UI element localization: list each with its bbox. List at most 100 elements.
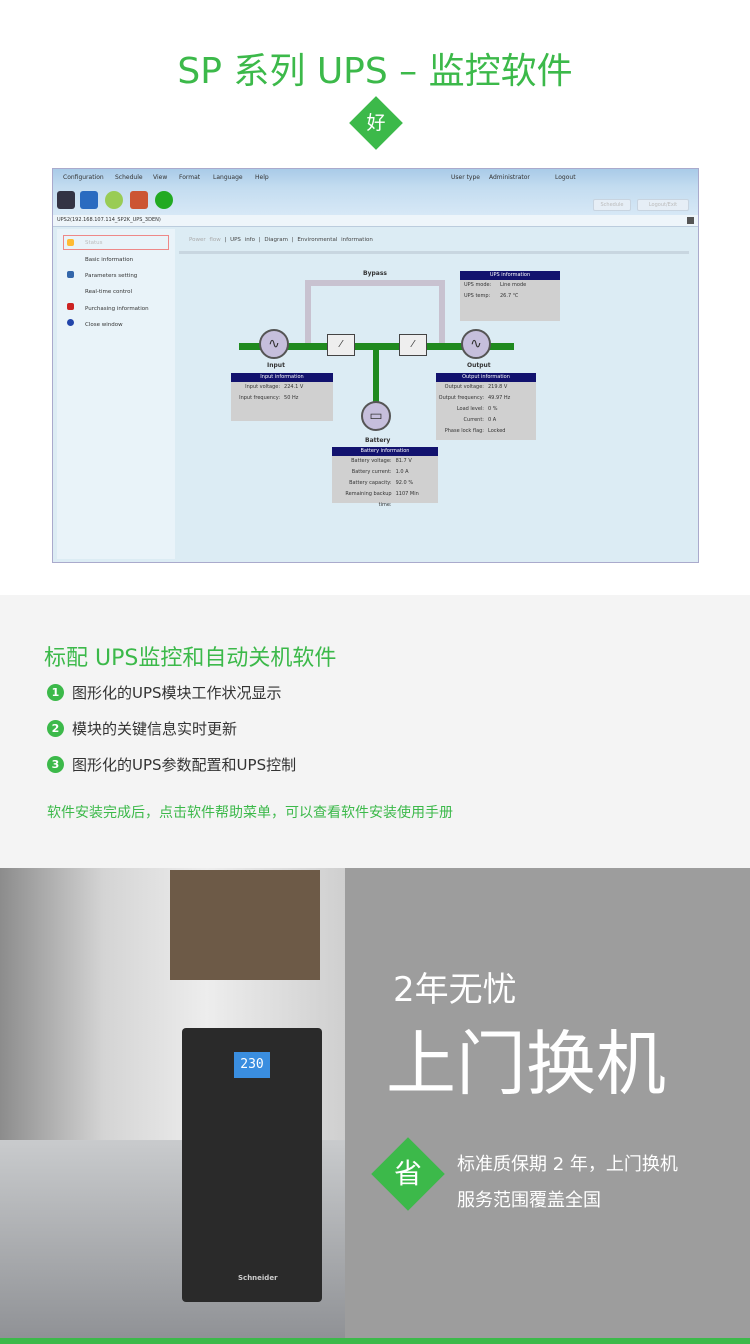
sidebar: Status Basic information Parameters sett… — [57, 229, 175, 559]
settings-icon[interactable] — [80, 191, 98, 209]
menu-configuration[interactable]: Configuration — [63, 174, 104, 181]
info-value: 49.97 Hz — [488, 395, 511, 401]
status-icon — [67, 239, 74, 246]
tab-diagram[interactable]: Diagram — [264, 237, 288, 243]
info-value: Line mode — [500, 282, 527, 288]
battery-label: Battery — [365, 437, 391, 444]
info-key: UPS temp: — [464, 293, 491, 299]
info-key: Battery voltage: — [351, 458, 392, 464]
parameters-icon — [67, 271, 74, 278]
sidebar-item-purchasing[interactable]: Purchasing information — [85, 306, 149, 312]
sidebar-item-close[interactable]: Close window — [85, 322, 123, 328]
info-value: 92.0 % — [395, 480, 414, 486]
input-info-box: Input information Input voltage:224.1 V … — [231, 373, 333, 421]
menu-language[interactable]: Language — [213, 174, 243, 181]
number-badge: 3 — [47, 756, 64, 773]
ups-info-title: UPS information — [460, 271, 560, 280]
save-badge-text: 省 — [393, 1157, 422, 1190]
tab-power-flow[interactable]: Power flow — [189, 237, 221, 243]
battery-icon: ▭ — [361, 401, 391, 431]
bypass-pipe-left — [305, 280, 311, 345]
input-sine-icon: ∿ — [259, 329, 289, 359]
features-section — [0, 595, 750, 868]
tools-icon[interactable] — [130, 191, 148, 209]
wood-cabinet — [170, 870, 320, 980]
info-value: Locked — [488, 428, 506, 434]
tabs: Power flow | UPS info | Diagram | Enviro… — [189, 237, 373, 243]
warranty-sub: 2年无忧 — [393, 970, 517, 1010]
software-screenshot: Configuration Schedule View Format Langu… — [52, 168, 699, 563]
install-note: 软件安装完成后，点击软件帮助菜单，可以查看软件安装使用手册 — [47, 805, 453, 821]
feature-text: 模块的关键信息实时更新 — [72, 720, 238, 738]
info-value: 1107 Min — [395, 491, 419, 497]
info-key: Load level: — [456, 406, 484, 412]
info-key: Battery capacity: — [349, 480, 392, 486]
schedule-button[interactable]: Schedule — [593, 199, 631, 211]
warranty-line2: 服务范围覆盖全国 — [457, 1190, 601, 1211]
sidebar-selected — [63, 235, 169, 250]
brand-logo: Schneider — [238, 1274, 278, 1282]
feature-text: 图形化的UPS模块工作状况显示 — [72, 684, 282, 702]
info-value: 50 Hz — [284, 395, 299, 401]
info-value: 26.7 ℃ — [500, 293, 519, 299]
feature-text: 图形化的UPS参数配置和UPS控制 — [72, 756, 297, 774]
feature-item: 2 模块的关键信息实时更新 — [47, 718, 237, 739]
close-icon[interactable] — [687, 217, 694, 224]
warranty-panel — [345, 868, 750, 1344]
sidebar-item-basic-info[interactable]: Basic information — [85, 257, 134, 263]
number-badge: 1 — [47, 684, 64, 701]
info-key: UPS mode: — [464, 282, 492, 288]
input-label: Input — [267, 362, 285, 369]
toolbar: Schedule Logout/Exit — [53, 187, 698, 215]
page-title: SP 系列 UPS – 监控软件 — [177, 51, 573, 92]
info-key: Input frequency: — [239, 395, 281, 401]
output-sine-icon: ∿ — [461, 329, 491, 359]
sidebar-item-parameters[interactable]: Parameters setting — [85, 273, 138, 279]
bypass-pipe — [305, 280, 445, 286]
warranty-main: 上门换机 — [386, 1023, 666, 1105]
warranty-line1: 标准质保期 2 年，上门换机 — [457, 1154, 678, 1175]
monitor-icon[interactable] — [57, 191, 75, 209]
menu-schedule[interactable]: Schedule — [115, 174, 143, 181]
info-key: Current: — [463, 417, 484, 423]
refresh-icon[interactable] — [155, 191, 173, 209]
bottom-accent-bar — [0, 1338, 750, 1344]
divider — [179, 251, 689, 254]
feature-item: 1 图形化的UPS模块工作状况显示 — [47, 682, 282, 703]
output-info-title: Output information — [436, 373, 536, 382]
number-badge: 2 — [47, 720, 64, 737]
rectifier-icon: ⁄ — [327, 334, 355, 356]
badge-text: 好 — [366, 112, 386, 134]
info-key: Output voltage: — [444, 384, 484, 390]
menu-view[interactable]: View — [153, 174, 168, 181]
info-value: 0 A — [488, 417, 497, 423]
info-value: 81.7 V — [395, 458, 412, 464]
logout-link[interactable]: Logout — [555, 174, 576, 181]
info-key: Output frequency: — [438, 395, 484, 401]
info-value: 1.0 A — [395, 469, 409, 475]
feature-item: 3 图形化的UPS参数配置和UPS控制 — [47, 754, 296, 775]
info-value: 219.8 V — [488, 384, 508, 390]
info-key: Phase lock flag: — [444, 428, 484, 434]
ups-product-image: 230 Schneider — [182, 1028, 322, 1302]
main-pipe — [239, 343, 514, 350]
exit-button[interactable]: Logout/Exit — [637, 199, 689, 211]
ups-info-box: UPS information UPS mode: Line mode UPS t… — [460, 271, 560, 321]
content-panel: Power flow | UPS info | Diagram | Enviro… — [179, 229, 694, 559]
menu-help[interactable]: Help — [255, 174, 269, 181]
sidebar-item-status[interactable]: Status — [85, 240, 103, 246]
info-key: Input voltage: — [245, 384, 281, 390]
tab-environment[interactable]: Environmental information — [297, 237, 373, 243]
purchasing-icon — [67, 303, 74, 310]
user-type-value: Administrator — [489, 174, 530, 181]
tab-ups-info[interactable]: UPS info — [230, 237, 255, 243]
menu-bar: Configuration Schedule View Format Langu… — [53, 169, 698, 187]
info-value: 224.1 V — [284, 384, 304, 390]
bypass-pipe-right — [439, 280, 445, 345]
window-title: UPS2(192.168.107.114_SP2K_UPS_3DEN) — [53, 215, 698, 227]
battery-info-title: Battery information — [332, 447, 438, 456]
disc-icon[interactable] — [105, 191, 123, 209]
sidebar-item-control[interactable]: Real-time control — [85, 289, 133, 295]
menu-format[interactable]: Format — [179, 174, 201, 181]
input-info-title: Input information — [231, 373, 333, 382]
